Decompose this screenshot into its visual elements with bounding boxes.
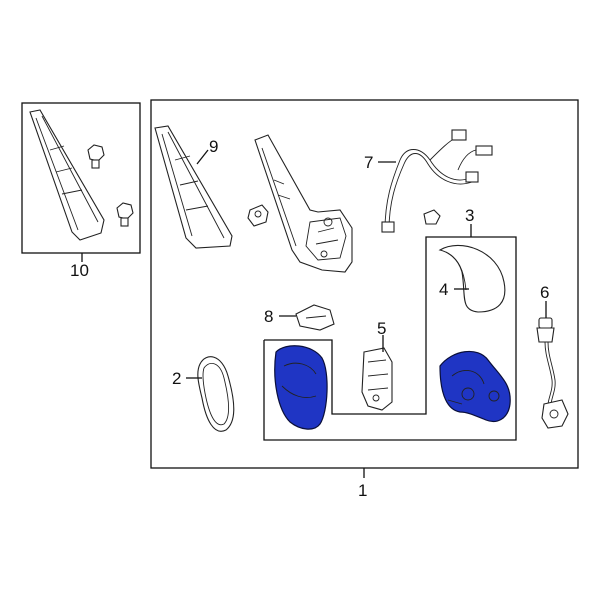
callout-1: 1 (358, 481, 367, 500)
part-10-trim-panel (29, 109, 105, 241)
callout-2: 2 (172, 369, 181, 388)
part-6-sensor-cable (536, 317, 569, 429)
callout-6: 6 (540, 283, 549, 302)
part-9-triangle-trim (154, 125, 233, 249)
highlighted-mirror-housing (439, 350, 511, 423)
callout-3: 3 (465, 206, 474, 225)
callout-10: 10 (70, 261, 89, 280)
inset-frame-part-10 (21, 102, 141, 254)
part-5-actuator (361, 347, 393, 411)
part-10-clip-upper (87, 144, 105, 169)
mirror-glass-shape (274, 345, 328, 430)
highlighted-mirror-glass (274, 345, 328, 430)
callout-4: 4 (439, 280, 448, 299)
part-2-seal-ring (197, 356, 235, 432)
part-4-cover-cap (438, 245, 506, 313)
harness-clip (423, 209, 441, 225)
callout-8: 8 (264, 307, 273, 326)
part-10-clip-lower (116, 202, 134, 227)
callout-7: 7 (364, 153, 373, 172)
mirror-base-assembly (254, 134, 353, 273)
mirror-bracket-clip (247, 204, 269, 227)
callout-9: 9 (209, 137, 218, 156)
mirror-housing-shape (439, 350, 511, 423)
part-7-wiring-harness (381, 129, 493, 233)
part-8-bracket (295, 304, 335, 331)
callout-5: 5 (377, 319, 386, 338)
subassembly-frame-part-3 (263, 236, 517, 441)
